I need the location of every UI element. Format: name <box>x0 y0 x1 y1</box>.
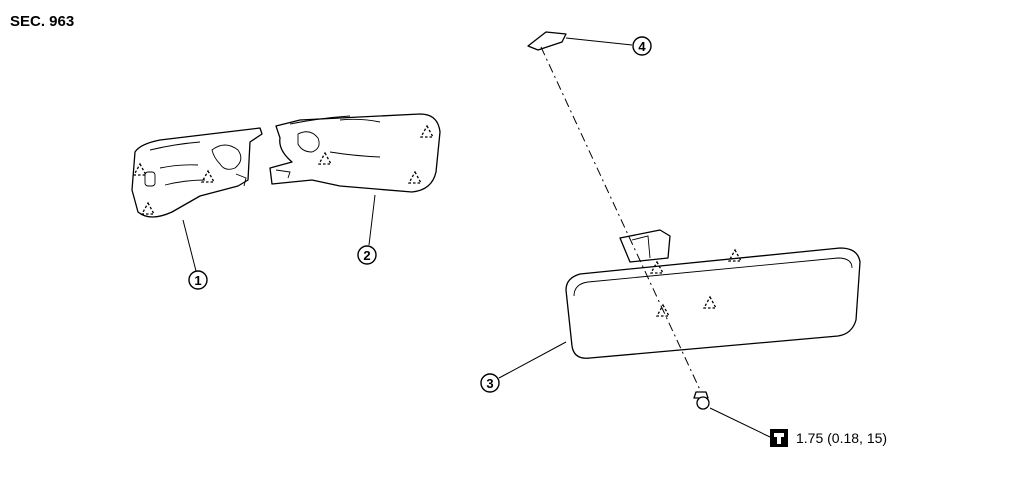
callout-2: 2 <box>357 245 377 265</box>
svg-text:4: 4 <box>638 39 646 54</box>
svg-text:1: 1 <box>194 273 201 288</box>
svg-text:2: 2 <box>363 248 370 263</box>
leader-3 <box>498 341 567 379</box>
leader-torque <box>709 407 771 438</box>
callout-4: 4 <box>632 36 652 56</box>
part-1-cover-left <box>131 127 263 218</box>
callout-1: 1 <box>188 270 208 290</box>
torque-wrench-icon <box>770 429 788 447</box>
part-2-cover-right <box>269 113 441 193</box>
part-3-rearview-mirror <box>565 229 861 359</box>
callout-3: 3 <box>480 373 500 393</box>
screw <box>693 391 710 410</box>
leader-1 <box>182 219 197 272</box>
torque-value: 1.75 (0.18, 15) <box>796 430 887 446</box>
svg-text:3: 3 <box>486 376 493 391</box>
section-label: SEC. 963 <box>10 13 74 30</box>
assembly-axis-line <box>540 46 702 393</box>
leader-2 <box>368 194 376 246</box>
leader-4 <box>565 37 633 46</box>
part-4-cap <box>527 31 567 51</box>
